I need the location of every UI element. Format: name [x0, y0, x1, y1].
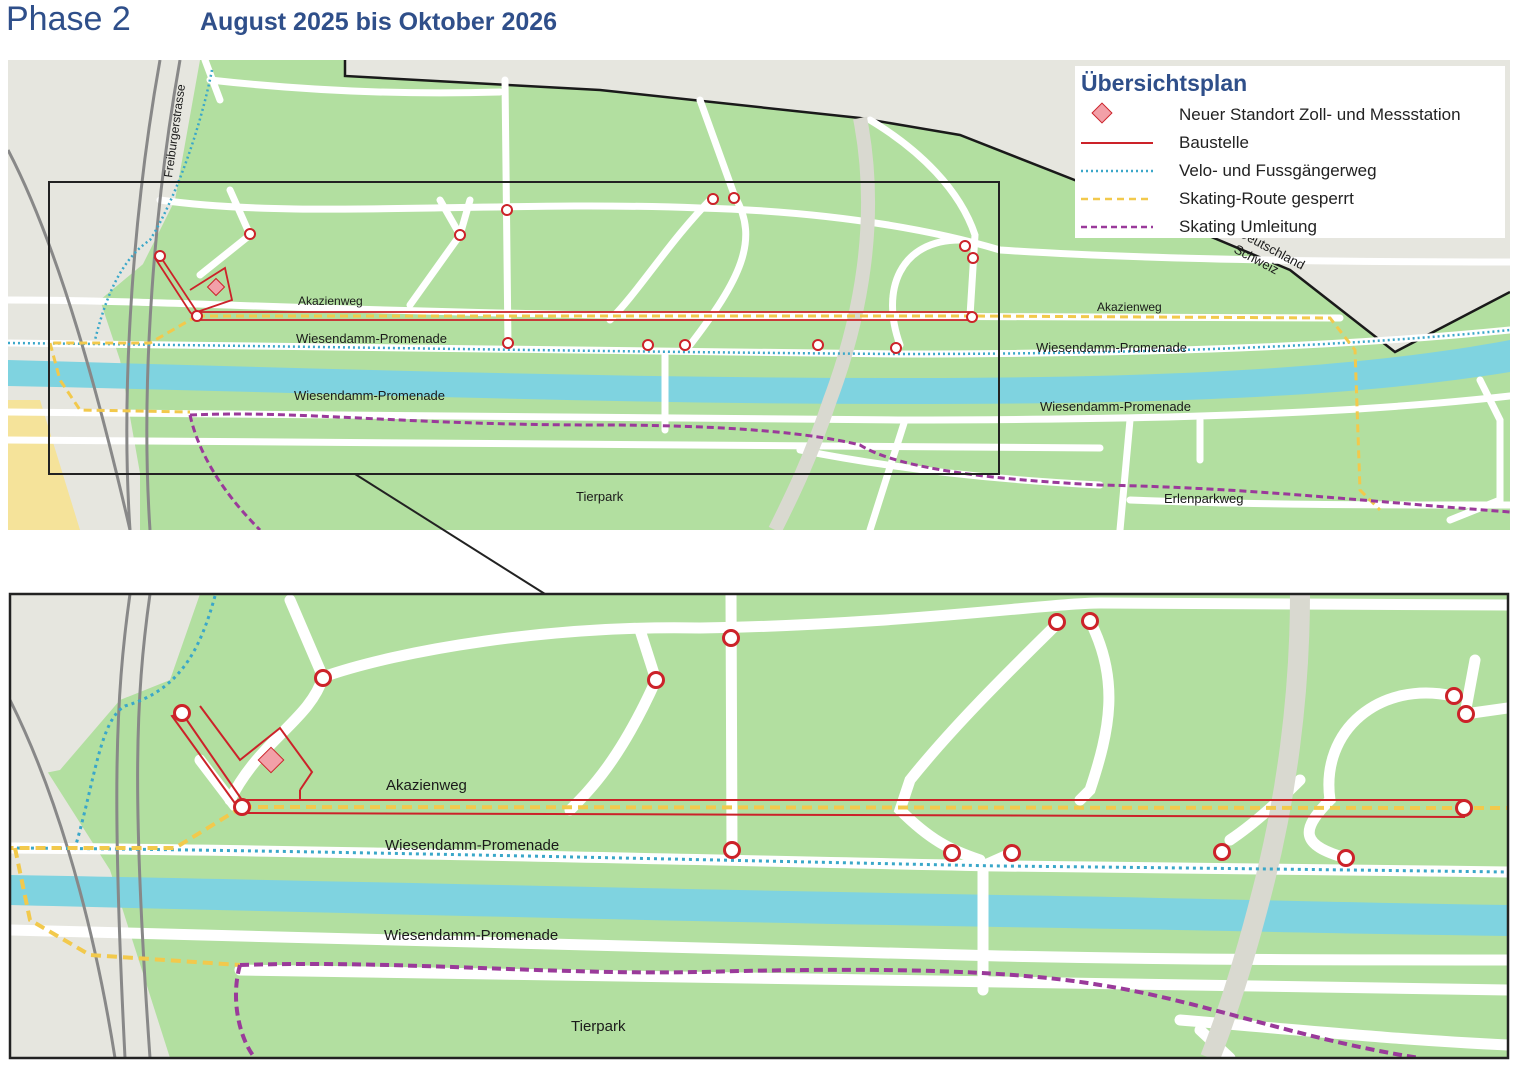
- label-tierpark-detail: Tierpark: [571, 1018, 626, 1035]
- river: [8, 340, 1510, 404]
- skating-detour-detail: [239, 961, 1421, 1058]
- legend-item-bike-path: Velo- und Fussgängerweg: [1075, 158, 1505, 184]
- label-wiesendamm-detail-2: Wiesendamm-Promenade: [384, 927, 558, 944]
- overview-map[interactable]: Freiburgerstrasse Akazienweg Akazienweg …: [8, 60, 1510, 530]
- railway-lines: [8, 60, 182, 530]
- station-marker-icon: [1091, 102, 1113, 124]
- detail-map-border: [8, 592, 1510, 1060]
- bike-path: [8, 69, 1510, 356]
- station-marker-icon: [206, 277, 226, 297]
- construction-points: [154, 192, 979, 354]
- tram-corridor: [768, 116, 876, 530]
- legend-label: Baustelle: [1179, 133, 1249, 152]
- skating-route-closed: [48, 314, 1382, 512]
- legend-item-construction: Baustelle: [1075, 130, 1505, 156]
- legend-item-station: Neuer Standort Zoll- und Messstation: [1075, 102, 1505, 128]
- legend-title: Übersichtsplan: [1081, 70, 1248, 96]
- period-title: August 2025 bis Oktober 2026: [200, 8, 558, 36]
- skating-closed-line-icon: [1081, 197, 1153, 201]
- skating-detour-line-icon: [1081, 225, 1153, 229]
- label-wiesendamm-detail-1: Wiesendamm-Promenade: [385, 837, 559, 854]
- legend: Übersichtsplan Neuer Standort Zoll- und …: [1075, 66, 1505, 238]
- river-detail: [10, 875, 1508, 936]
- skating-detour: [189, 412, 1510, 514]
- legend-label: Velo- und Fussgängerweg: [1179, 161, 1377, 180]
- legend-label: Neuer Standort Zoll- und Messstation: [1179, 105, 1461, 124]
- legend-label: Skating-Route gesperrt: [1179, 189, 1354, 208]
- label-akazienweg-1: Akazienweg: [298, 294, 363, 308]
- construction-line-icon: [1081, 142, 1153, 144]
- station-marker-detail-icon: [257, 746, 285, 774]
- label-erlenparkweg: Erlenparkweg: [1164, 491, 1244, 506]
- bike-path-line-icon: [1081, 169, 1153, 173]
- legend-item-skating-closed: Skating-Route gesperrt: [1075, 186, 1505, 212]
- label-wiesendamm-4: Wiesendamm-Promenade: [1040, 399, 1191, 414]
- tram-corridor-detail: [1200, 594, 1310, 1058]
- label-wiesendamm-1: Wiesendamm-Promenade: [296, 331, 447, 346]
- legend-item-skating-detour: Skating Umleitung: [1075, 214, 1505, 240]
- legend-label: Skating Umleitung: [1179, 217, 1317, 236]
- detail-frame: [48, 181, 1000, 475]
- label-akazienweg-detail: Akazienweg: [386, 777, 467, 794]
- country-border: [343, 60, 1510, 354]
- road-yellow-area: [8, 400, 80, 530]
- detail-map[interactable]: Akazienweg Wiesendamm-Promenade Wiesenda…: [10, 594, 1508, 1058]
- bike-path-detail: [10, 595, 1508, 874]
- label-tierpark: Tierpark: [576, 489, 624, 504]
- zoom-connector: [354, 473, 546, 595]
- label-akazienweg-2: Akazienweg: [1097, 300, 1162, 314]
- phase-title: Phase 2: [6, 0, 131, 38]
- label-wiesendamm-3: Wiesendamm-Promenade: [294, 388, 445, 403]
- construction-area: [153, 254, 971, 321]
- construction-points-detail: [173, 612, 1475, 867]
- label-wiesendamm-2: Wiesendamm-Promenade: [1036, 340, 1187, 355]
